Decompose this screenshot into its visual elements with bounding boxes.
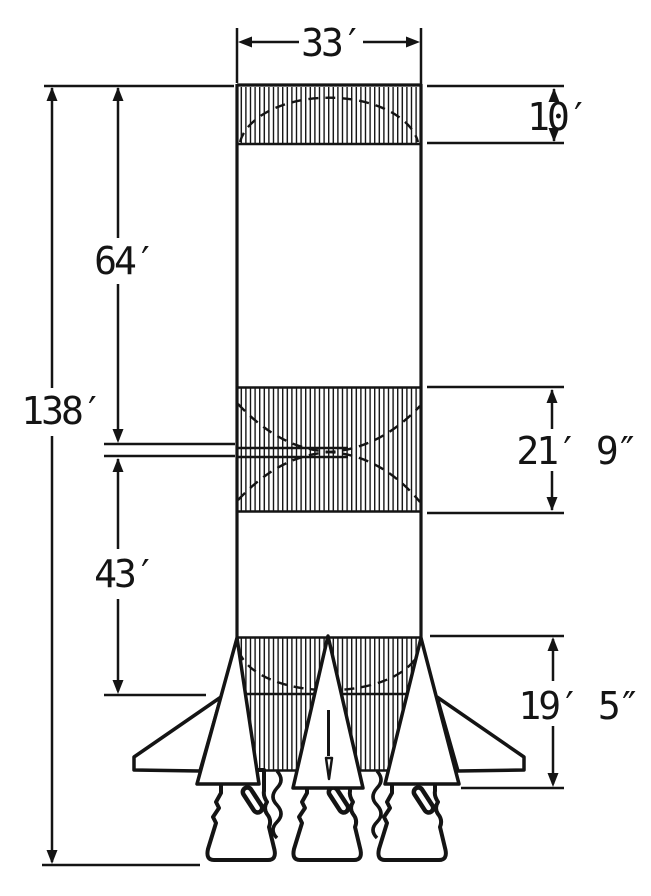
- label-bottom-section: 19′ 5″: [518, 684, 637, 728]
- arrow-down-icon: [46, 850, 58, 864]
- plumbing-squiggle-left: [271, 769, 283, 840]
- dimension-upper-section: 64′: [94, 87, 157, 443]
- forward-skirt-band: [238, 87, 420, 143]
- dimension-overall-height: 138′: [21, 87, 104, 864]
- break-symbol: [104, 442, 235, 458]
- intertank-dome-arc-b: [237, 405, 421, 501]
- arrow-down-icon: [547, 773, 559, 787]
- dimension-top-section: 10′: [527, 88, 590, 142]
- arrow-up-icon: [46, 87, 58, 101]
- arrow-up-icon: [112, 87, 124, 101]
- engine-fairings: [195, 634, 461, 790]
- dimension-middle-section: 21′ 9″: [516, 389, 639, 511]
- label-lower-section: 43′: [94, 552, 154, 596]
- label-top-section: 10′: [527, 95, 587, 139]
- arrow-left-icon: [238, 36, 252, 48]
- plumbing-squiggle-right: [371, 769, 383, 840]
- arrow-right-icon: [406, 36, 420, 48]
- arrow-down-icon: [546, 497, 558, 511]
- upper-dome-arc: [238, 96, 420, 143]
- arrow-up-icon: [546, 389, 558, 403]
- engine-fairing-left: [195, 636, 261, 786]
- arrow-up-icon: [548, 88, 560, 102]
- arrow-down-icon: [548, 128, 560, 142]
- arrow-down-icon: [112, 680, 124, 694]
- dimension-bottom-section: 19′ 5″: [518, 637, 641, 787]
- label-overall-height: 138′: [21, 389, 101, 433]
- arrow-up-icon: [112, 458, 124, 472]
- dimension-diameter: 33′: [238, 21, 420, 65]
- arrow-up-icon: [547, 637, 559, 651]
- label-middle-section: 21′ 9″: [516, 429, 635, 473]
- intertank-band: [238, 388, 420, 511]
- label-upper-section: 64′: [94, 239, 154, 283]
- engine-fairing-right: [383, 636, 461, 786]
- center-fairing-slot: [324, 756, 334, 781]
- dimension-lower-section: 43′: [94, 458, 157, 694]
- background-engine-plumbing: [271, 769, 383, 840]
- label-diameter: 33′: [301, 21, 361, 65]
- extension-lines: [42, 28, 564, 867]
- arrow-down-icon: [112, 429, 124, 443]
